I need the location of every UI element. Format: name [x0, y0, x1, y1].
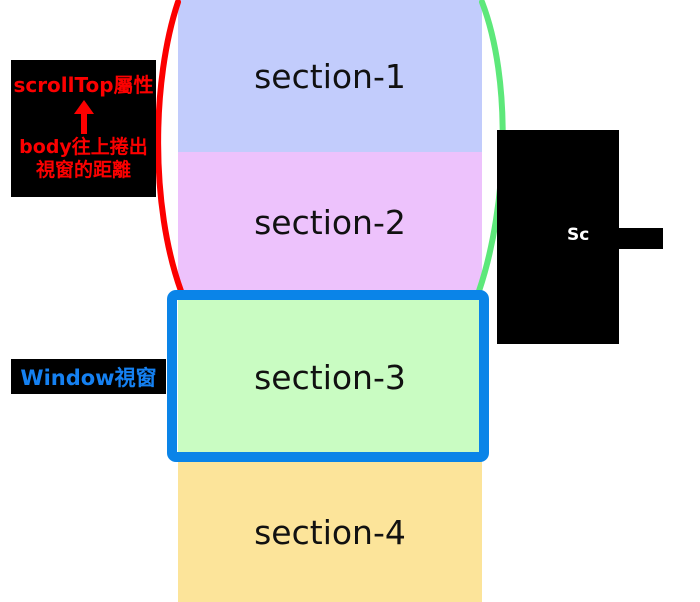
- scrollheight-callout-label: Sc: [567, 225, 590, 245]
- document-sections-column: section-1 section-2 section-3 section-4: [178, 0, 482, 602]
- section-3-block: section-3: [178, 292, 482, 462]
- section-1-label: section-1: [254, 56, 406, 96]
- section-4-block: section-4: [178, 462, 482, 602]
- section-3-label: section-3: [254, 357, 406, 397]
- window-callout-label: Window視窗: [20, 365, 157, 390]
- section-4-label: section-4: [254, 512, 406, 552]
- scrolltop-callout: scrollTop屬性 body往上捲出 視窗的距離: [11, 60, 156, 197]
- scrollheight-redaction-bar: [589, 228, 663, 249]
- window-callout: Window視窗: [11, 359, 166, 394]
- scrolltop-callout-line1: body往上捲出: [19, 136, 148, 158]
- scrolltop-callout-heading: scrollTop屬性: [13, 73, 154, 97]
- section-2-label: section-2: [254, 202, 406, 242]
- up-arrow-icon: [73, 100, 94, 134]
- section-2-block: section-2: [178, 152, 482, 292]
- scrolltop-callout-line2: 視窗的距離: [35, 159, 131, 181]
- section-1-block: section-1: [178, 0, 482, 152]
